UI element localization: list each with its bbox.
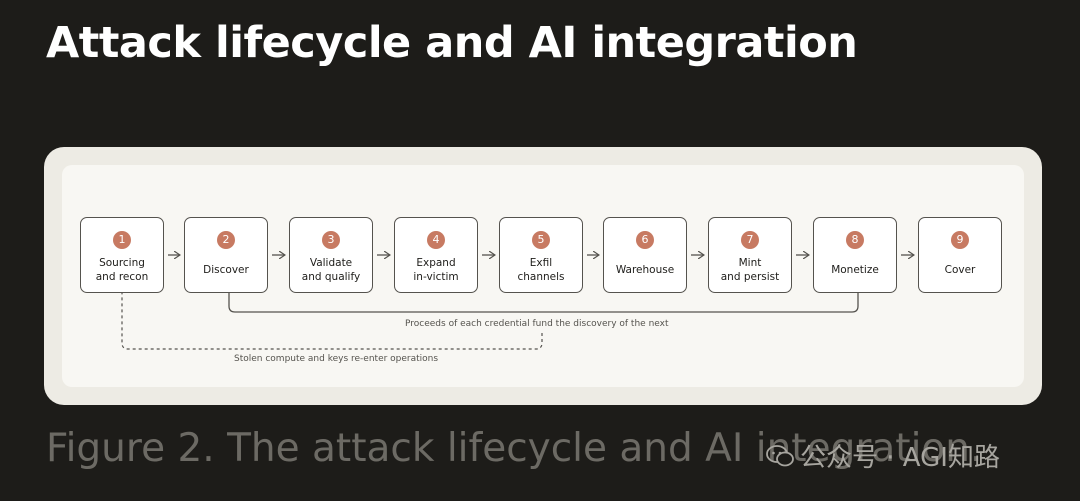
proceeds-loop-arrow [229, 277, 859, 313]
stolen-compute-loop-arrow [122, 287, 543, 350]
proceeds-loop-label: Proceeds of each credential fund the dis… [405, 319, 669, 329]
stolen-compute-loop-label: Stolen compute and keys re-enter operati… [234, 354, 439, 364]
wechat-icon [766, 444, 794, 466]
stage-number-badge: 5 [532, 231, 550, 249]
stage-label: Warehouse [615, 264, 675, 276]
stage-number-badge: 6 [636, 231, 654, 249]
stage-label: Expand in-victim [413, 257, 459, 283]
stage-number-badge: 7 [741, 231, 759, 249]
page-title: Attack lifecycle and AI integration [46, 18, 858, 68]
flow-connectors [62, 165, 1024, 350]
stage-number-badge: 9 [951, 231, 969, 249]
stage-number-badge: 4 [427, 231, 445, 249]
stage-number-badge: 1 [113, 231, 131, 249]
watermark: 公众号 · AGI知路 [766, 437, 1000, 474]
stage-label: Exfil channels [517, 257, 565, 283]
stage-label: Discover [203, 264, 249, 276]
stage-label: Cover [944, 264, 976, 276]
watermark-text: 公众号 · AGI知路 [800, 443, 1000, 473]
stage-label: Monetize [831, 264, 879, 276]
stage-label: Mint and persist [720, 257, 780, 283]
stage-label: Validate and qualify [301, 257, 361, 283]
stage-number-badge: 3 [322, 231, 340, 249]
stage-number-badge: 2 [217, 231, 235, 249]
stage-label: Sourcing and recon [95, 257, 149, 283]
stage-number-badge: 8 [846, 231, 864, 249]
figure-caption: Figure 2. The attack lifecycle and AI in… [46, 426, 983, 471]
